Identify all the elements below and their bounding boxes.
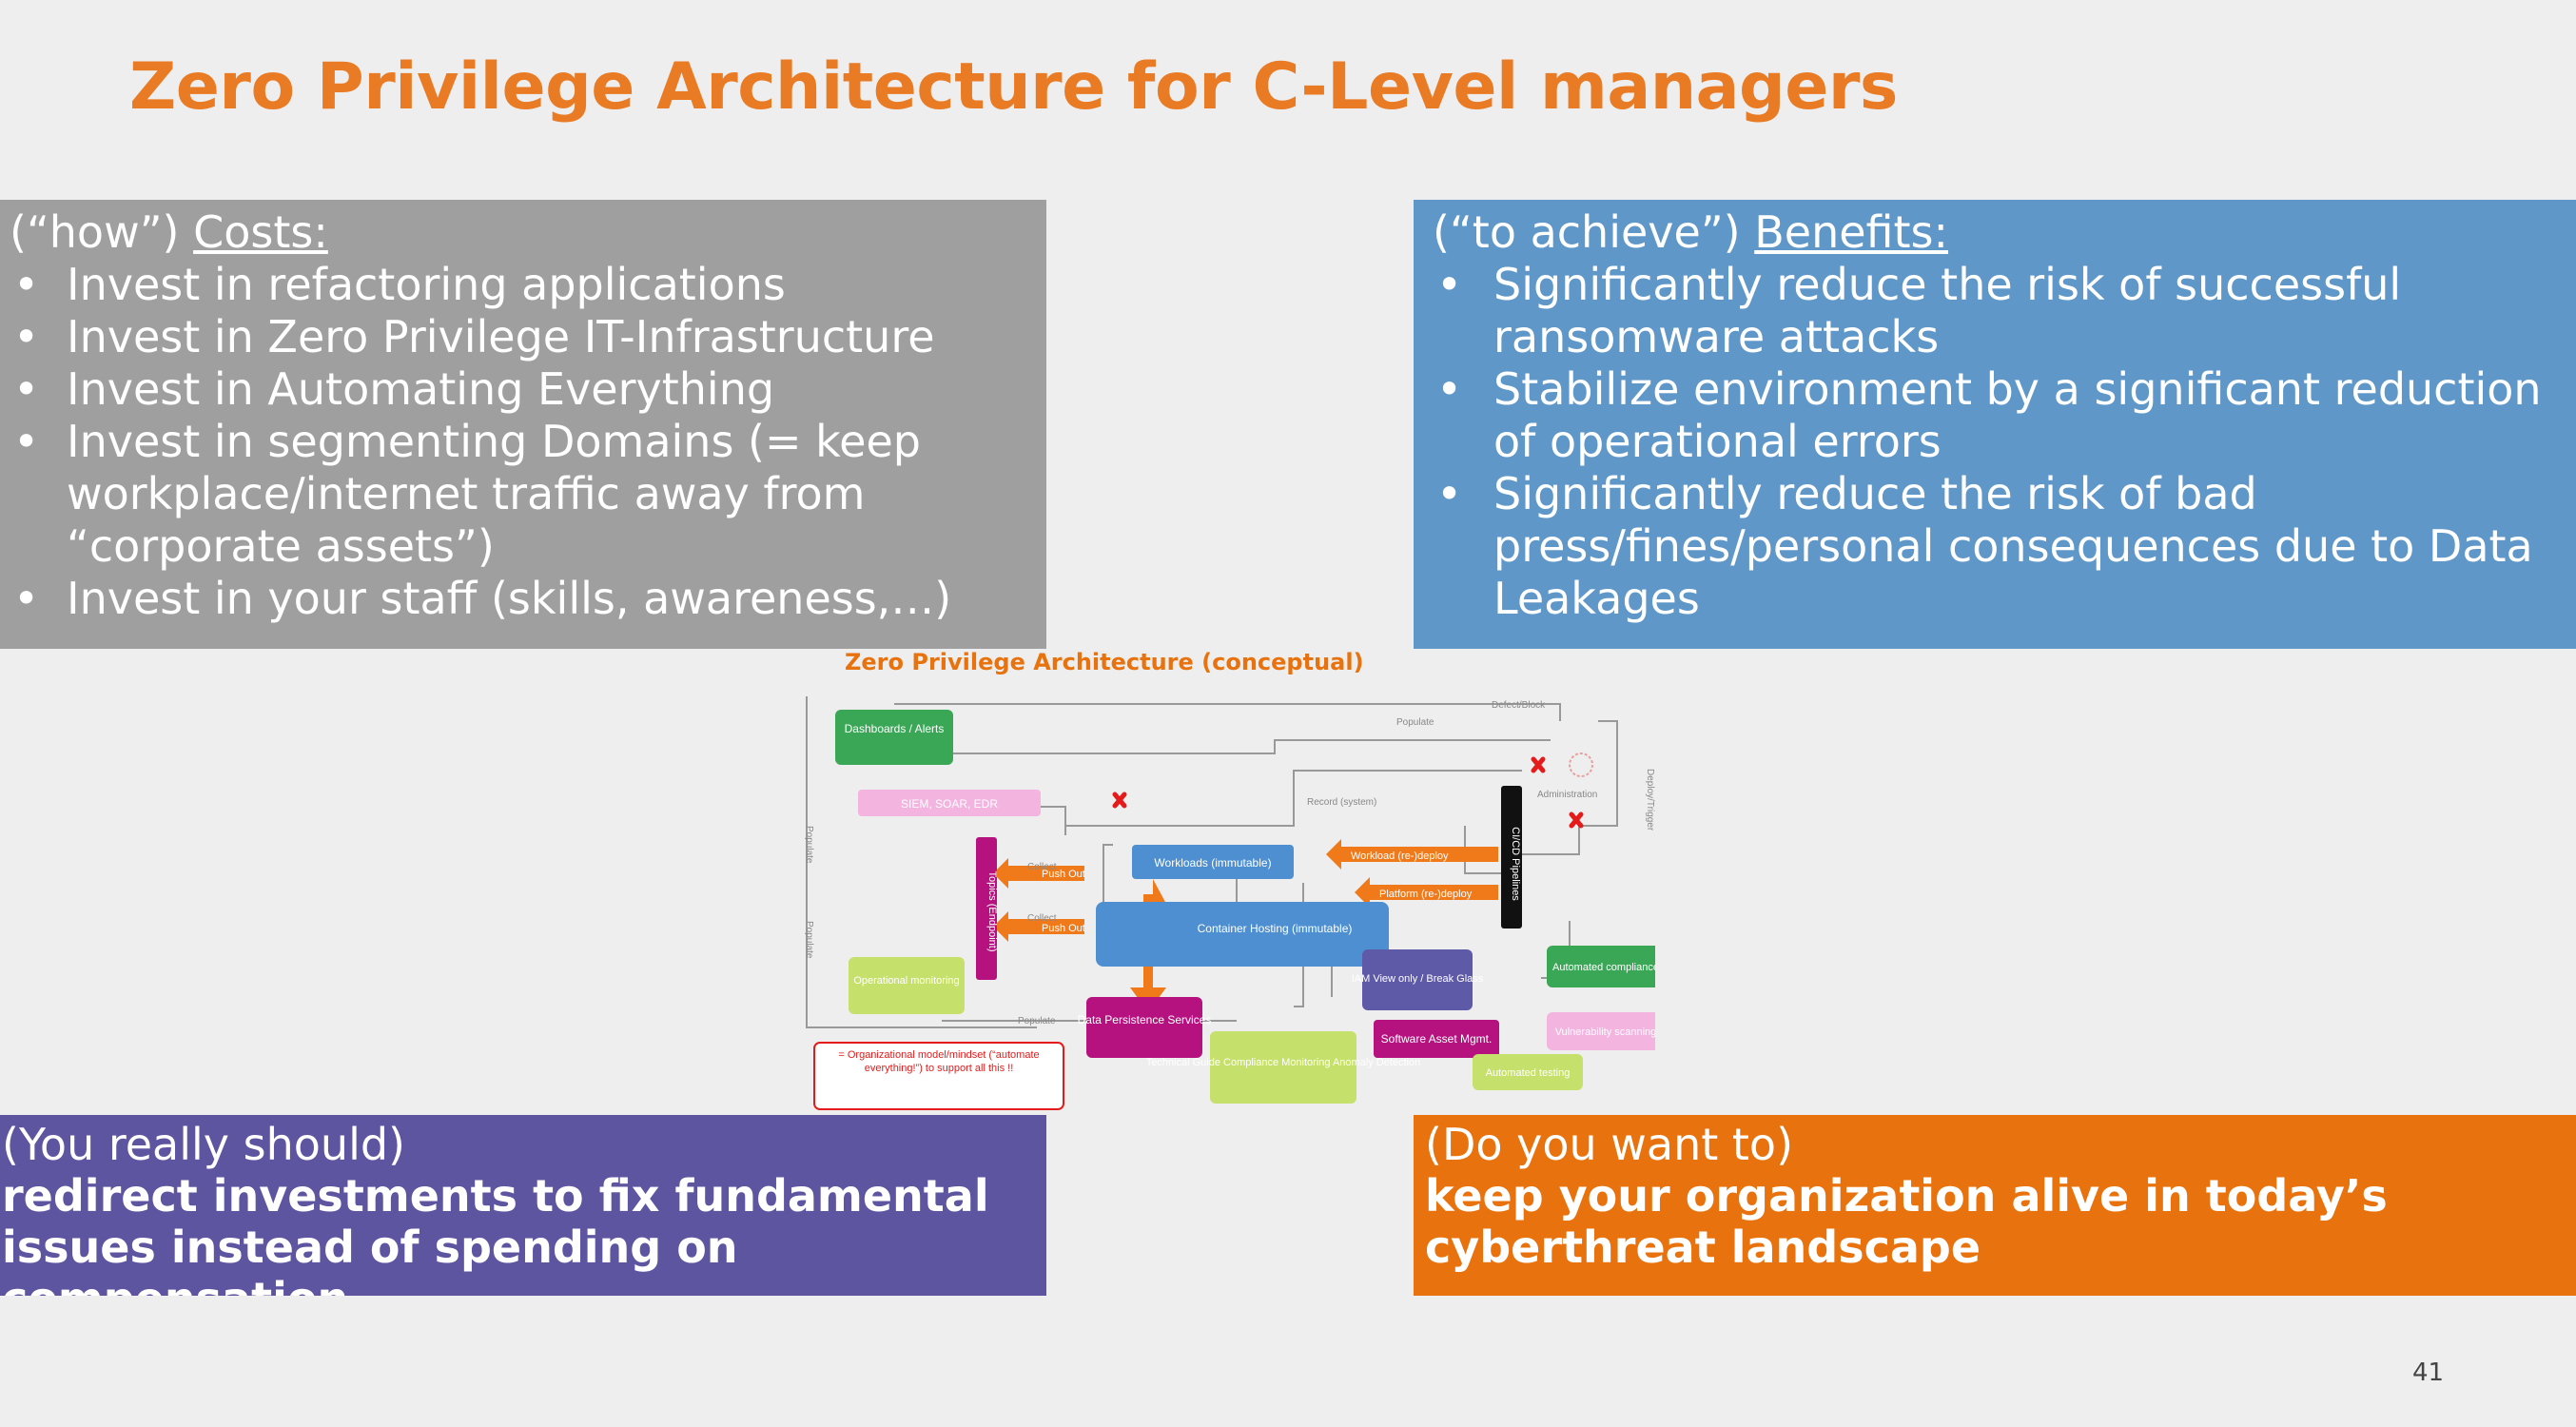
small-labels: Populate Defect/Block Record (system) Ad… [804,700,1655,1026]
costs-title: Costs: [193,206,328,258]
benefits-item: Stabilize environment by a significant r… [1433,363,2576,468]
page-number: 41 [2412,1359,2445,1387]
label-populate: Populate [1018,1016,1056,1026]
dashed-circle [1569,753,1593,777]
node-iam-label: IAM View only / Break Glass [1352,973,1484,985]
benefits-item: Significantly reduce the risk of success… [1433,259,2576,363]
label-admin: Administration [1537,790,1597,800]
costs-heading: (“how”) Costs: [10,205,1046,259]
label-record: Record (system) [1307,797,1376,808]
benefits-item: Significantly reduce the risk of bad pre… [1433,468,2576,625]
node-workloads-label: Workloads (immutable) [1154,856,1271,870]
diagram-nodes: Dashboards / Alerts SIEM, SOAR, EDR Topi… [813,710,1655,1110]
node-siem [858,790,1041,816]
costs-item: Invest in refactoring applications [10,259,1046,311]
arrow-label: Push Out [1042,869,1085,880]
node-sam [1374,1020,1499,1058]
redirect-box: (You really should) redirect investments… [0,1115,1046,1296]
node-ops [849,957,965,1014]
slide-title: Zero Privilege Architecture for C-Level … [129,49,1898,125]
node-compliance-monitoring-label: Technical Guide Compliance Monitoring An… [1146,1057,1421,1068]
arrow-workload-deploy [1326,839,1498,870]
arrow-platform-deploy [1355,877,1498,908]
x-mark-icon [1569,811,1584,829]
costs-item: Invest in Zero Privilege IT-Infrastructu… [10,311,1046,363]
node-dashboards [835,710,953,765]
node-cicd-label: CI/CD Pipelines [1510,827,1521,901]
label-deploy: Deploy/Trigger [1645,769,1655,831]
node-iam [1362,949,1473,1010]
node-org [813,1042,1064,1110]
node-siem-label: SIEM, SOAR, EDR [901,797,998,811]
arrow-label: Workload (re-)deploy [1351,850,1449,862]
label-populate-vertical: Populate [804,921,814,959]
benefits-prefix: (“to achieve”) [1433,206,1741,258]
costs-box: (“how”) Costs: Invest in refactoring app… [0,200,1046,649]
alive-main: keep your organization alive in today’s … [1425,1170,2388,1273]
node-sam-label: Software Asset Mgmt. [1381,1032,1493,1046]
costs-item: Invest in segmenting Domains (= keep wor… [10,416,1046,573]
costs-item: Invest in Automating Everything [10,363,1046,416]
node-workloads [1132,845,1294,879]
arrow-label: Push Out [1042,923,1085,934]
arrow-label: Platform (re-)deploy [1379,889,1473,900]
node-cicd [1501,786,1522,929]
node-vuln-label: Vulnerability scanning [1555,1026,1655,1038]
node-data-label: Data Persistence Services [1078,1013,1212,1026]
arrow-push-out-2 [993,911,1084,942]
red-x-marks [1112,756,1584,829]
node-topics [976,837,997,980]
node-container-label: Container Hosting (immutable) [1198,922,1353,935]
label-populate-vertical: Populate [804,826,814,864]
node-auto-compliance-label: Automated compliance [1552,962,1655,973]
benefits-box: (“to achieve”) Benefits: Significantly r… [1414,200,2576,649]
costs-prefix: (“how”) [10,206,180,258]
costs-item: Invest in your staff (skills, awareness,… [10,573,1046,625]
label-collect: Collect [1027,862,1057,872]
benefits-heading: (“to achieve”) Benefits: [1433,205,2576,259]
node-vuln [1547,1012,1655,1050]
label-populate: Populate [1396,717,1434,728]
diagram-title: Zero Privilege Architecture (conceptual) [845,649,1364,675]
node-container [1096,902,1389,967]
costs-list: Invest in refactoring applications Inves… [10,259,1046,625]
node-compliance-monitoring [1210,1031,1356,1104]
x-mark-icon [1531,756,1546,773]
node-pen-label: Automated testing [1486,1067,1571,1079]
label-defect: Defect/Block [1492,700,1546,711]
node-ops-label: Operational monitoring [853,975,959,987]
node-org-fo: = Organizational model/mindset (“automat… [838,1049,1040,1074]
label-collect: Collect [1027,913,1057,924]
node-pen [1473,1054,1583,1090]
architecture-diagram: Push Out Push Out Workload (re-)deploy P… [804,696,1655,1110]
node-data [1086,997,1202,1058]
alive-box: (Do you want to) keep your organization … [1414,1115,2576,1296]
node-topics-label: Topics (Endpoint) [986,871,998,952]
redirect-lead: (You really should) [2,1119,405,1170]
redirect-main: redirect investments to fix fundamental … [2,1170,989,1296]
x-mark-icon [1112,792,1127,809]
benefits-title: Benefits: [1754,206,1949,258]
node-dashboards-label: Dashboards / Alerts [845,722,945,735]
arrow-push-out-1 [993,858,1084,889]
node-auto-compliance [1547,946,1655,987]
benefits-list: Significantly reduce the risk of success… [1433,259,2576,625]
alive-lead: (Do you want to) [1425,1119,1794,1170]
node-org-label: = Organizational model/mindset (“automat… [838,1049,1040,1074]
